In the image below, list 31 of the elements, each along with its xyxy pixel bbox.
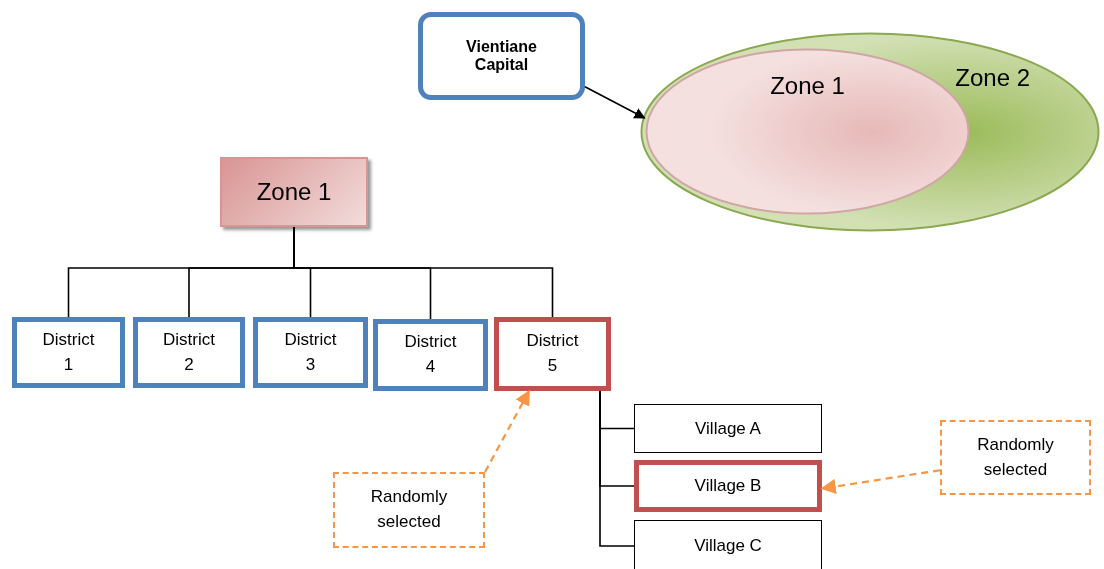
district-label: District 3 xyxy=(284,328,337,376)
note-text: Randomly selected xyxy=(369,486,449,533)
district-label: District 4 xyxy=(404,331,457,378)
village-label: Village A xyxy=(695,418,761,439)
note-box xyxy=(940,420,1091,495)
zone-box xyxy=(220,157,368,227)
village-label: Village C xyxy=(694,536,762,556)
place-label: Vientiane Capital xyxy=(465,38,538,74)
district-label: District 2 xyxy=(163,328,215,376)
village-box xyxy=(634,404,822,453)
district-box xyxy=(253,317,368,388)
place-box xyxy=(418,12,585,100)
zone-label: Zone 2 xyxy=(955,64,1030,92)
village-box xyxy=(634,460,822,512)
zone-ellipse xyxy=(640,32,1100,232)
arrow xyxy=(584,86,646,119)
district-label: District 5 xyxy=(526,330,579,377)
note-text: Randomly selected xyxy=(976,433,1055,481)
zone-label: Zone 1 xyxy=(256,178,332,206)
district-box xyxy=(133,317,245,388)
district-box xyxy=(373,319,488,391)
arrow xyxy=(484,389,531,473)
district-label: District 1 xyxy=(42,328,95,376)
village-box xyxy=(634,520,822,569)
connector-line xyxy=(599,390,635,547)
district-box xyxy=(12,317,125,388)
arrow xyxy=(820,469,941,495)
connector-line xyxy=(293,226,554,318)
note-box xyxy=(333,472,485,548)
village-label: Village B xyxy=(694,476,762,496)
district-box xyxy=(494,317,611,391)
